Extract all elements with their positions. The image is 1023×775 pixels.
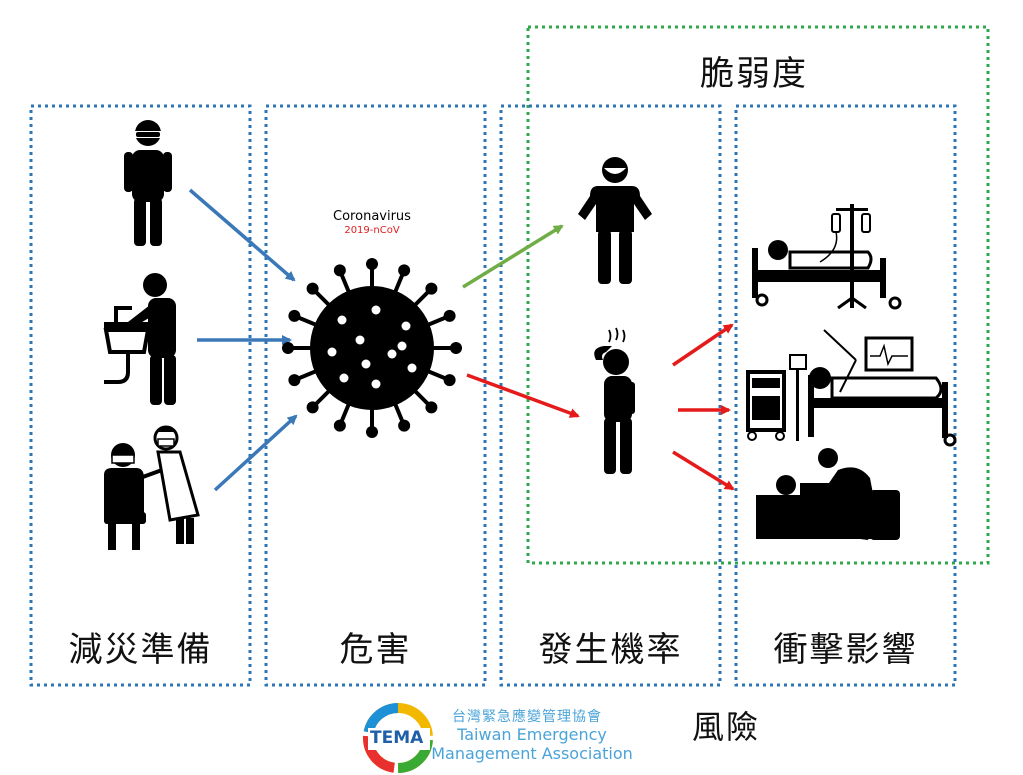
vulnerability-box: [526, 25, 990, 565]
masked-person-icon: [124, 120, 172, 246]
patient-care-icon: [756, 448, 900, 540]
hospital-bed-iv-icon: [752, 204, 902, 310]
org-name-zh: 台灣緊急應變管理協會: [452, 709, 602, 725]
org-name-en-line1: Taiwan Emergency: [457, 725, 607, 744]
mitigation-arrow-1: [188, 188, 296, 282]
healthy-person-icon: [578, 157, 652, 284]
healthy-arrow: [462, 224, 564, 289]
impact-label: 衝擊影響: [773, 630, 918, 670]
org-name-en-line2: Management Association: [431, 744, 633, 763]
mitigation-label: 減災準備: [68, 630, 213, 670]
virus-subtitle: 2019-nCoV: [344, 225, 400, 236]
coronavirus-icon: [282, 258, 462, 438]
probability-label: 發生機率: [538, 630, 683, 670]
virus-title: Coronavirus: [333, 209, 411, 224]
handwashing-icon: [103, 273, 176, 405]
impact-arrow-3: [672, 450, 735, 491]
mitigation-arrow-3: [213, 414, 298, 492]
risk-label: 風險: [692, 708, 761, 746]
sick-arrow: [466, 373, 580, 418]
hazard-label: 危害: [339, 630, 412, 670]
vaccination-icon: [104, 425, 200, 550]
impact-arrow-1: [672, 323, 734, 367]
sick-person-icon: [594, 327, 635, 474]
tema-logo-text: TEMA: [370, 728, 424, 748]
icu-bed-icon: [746, 329, 957, 447]
vulnerability-label: 脆弱度: [700, 54, 808, 94]
tema-logo-icon: [363, 703, 433, 773]
